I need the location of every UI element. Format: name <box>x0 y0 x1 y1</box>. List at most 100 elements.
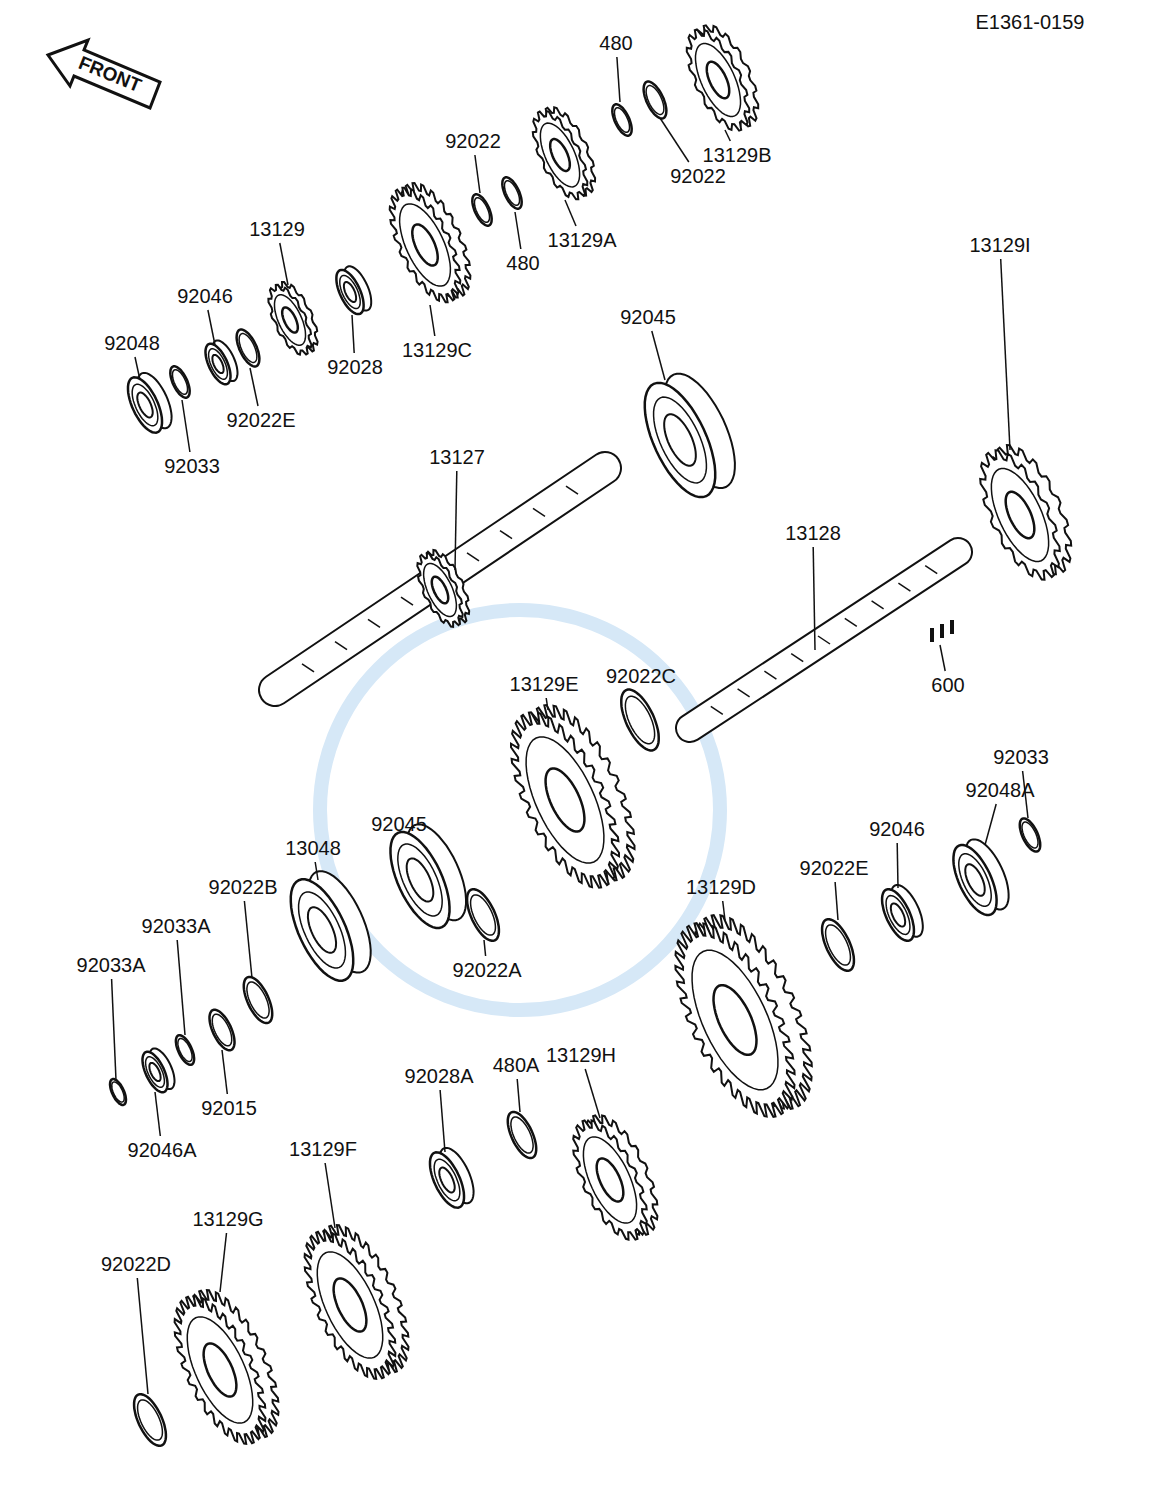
part-shape <box>645 383 715 497</box>
shaft <box>275 468 605 690</box>
leader-line <box>813 547 815 650</box>
part-shape <box>275 295 306 345</box>
part-shape <box>173 370 188 394</box>
part-number: 92046A <box>128 1140 197 1160</box>
gear <box>533 107 595 199</box>
part-shape <box>644 82 667 119</box>
part-shape <box>675 923 794 1117</box>
leader-line <box>280 243 288 285</box>
part-shape <box>178 1039 192 1062</box>
spline <box>533 508 545 516</box>
part-number: 92028 <box>327 357 383 377</box>
part-shape <box>882 889 914 941</box>
shaft <box>690 552 958 728</box>
part-shape <box>400 204 451 286</box>
front-arrow <box>48 40 160 108</box>
part-number: 92046 <box>177 286 233 306</box>
part-shape <box>965 864 984 896</box>
part-shape <box>132 384 158 425</box>
part-number: 13129 <box>249 219 305 239</box>
leader-line <box>723 901 725 920</box>
part-number: 13129A <box>548 230 617 250</box>
part-shape <box>687 29 749 130</box>
part-number: 92015 <box>201 1098 257 1118</box>
part-shape <box>206 344 231 385</box>
part-number: 92033A <box>77 955 146 975</box>
part-shape <box>187 1317 252 1423</box>
part-number: 92022B <box>209 877 278 897</box>
part-number: 13129I <box>969 235 1030 255</box>
leader-line <box>315 862 318 880</box>
part-shape <box>508 1112 536 1158</box>
part-shape <box>615 108 630 132</box>
leader-line <box>430 305 435 336</box>
part-number: 480A <box>493 1055 540 1075</box>
part-shape <box>137 393 152 418</box>
leader-line <box>546 698 548 710</box>
part-shape <box>244 977 272 1023</box>
spline <box>401 597 413 605</box>
part-shape <box>511 712 619 887</box>
leader-line <box>940 645 945 671</box>
pin <box>950 620 954 634</box>
spline <box>818 636 830 644</box>
part-shape <box>546 769 585 832</box>
part-shape <box>1022 822 1038 848</box>
leader-line <box>244 901 252 978</box>
part-shape <box>573 1120 647 1239</box>
leader-line <box>475 155 480 193</box>
part-shape <box>412 224 437 265</box>
part-number: 13127 <box>429 447 485 467</box>
part-number: 13048 <box>285 838 341 858</box>
part-number: 13129D <box>686 877 756 897</box>
part-number: 92048 <box>104 333 160 353</box>
gear <box>511 705 635 888</box>
part-shape <box>434 1159 460 1200</box>
part-shape <box>1020 818 1040 851</box>
spline <box>925 566 937 574</box>
part-shape <box>175 1296 266 1444</box>
spline <box>845 618 857 626</box>
part-shape <box>959 854 991 907</box>
part-shape <box>714 985 757 1055</box>
leader-line <box>517 1079 520 1112</box>
part-shape <box>424 564 457 617</box>
part-shape <box>472 194 491 225</box>
spline <box>368 619 380 627</box>
gear <box>675 915 811 1117</box>
part-number: 92022D <box>101 1254 171 1274</box>
leader-line <box>222 1050 227 1094</box>
spline <box>738 689 750 697</box>
part-number: 13128 <box>785 523 841 543</box>
part-shape <box>625 696 654 743</box>
part-number: 480 <box>599 33 632 53</box>
leader-line <box>220 1233 227 1292</box>
part-shape <box>128 377 162 432</box>
shaft <box>690 552 958 728</box>
part-number: 92022A <box>453 960 522 980</box>
part-shape <box>391 832 450 928</box>
part-number: 13129B <box>703 145 772 165</box>
part-number: 92045 <box>620 307 676 327</box>
part-shape <box>268 285 311 355</box>
part-shape <box>212 1014 231 1046</box>
gear <box>980 445 1071 580</box>
part-shape <box>282 307 298 332</box>
part-number: 92022 <box>445 131 501 151</box>
part-shape <box>340 275 360 308</box>
part-shape <box>170 366 189 397</box>
shaft-gear <box>417 550 469 627</box>
part-shape <box>980 450 1060 579</box>
leader-line <box>985 804 996 845</box>
leader-line <box>352 315 354 353</box>
part-shape <box>540 123 579 187</box>
part-shape <box>511 1117 533 1153</box>
gear <box>305 1225 409 1379</box>
part-shape <box>475 198 490 222</box>
part-shape <box>432 577 448 604</box>
part-shape <box>891 903 905 926</box>
spline <box>335 642 347 650</box>
part-shape <box>533 111 588 199</box>
